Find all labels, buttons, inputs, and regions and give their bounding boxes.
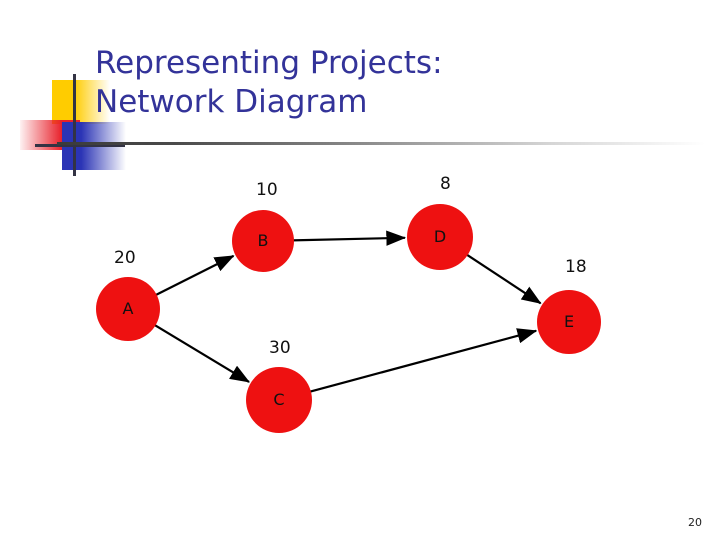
page-title: Representing Projects: Network Diagram — [95, 44, 695, 122]
duration-label-a: 20 — [114, 248, 136, 268]
title-line-1: Representing Projects: — [95, 45, 443, 81]
node-label-c: C — [273, 390, 285, 409]
node-label-b: B — [257, 231, 269, 250]
page-number: 20 — [688, 516, 702, 529]
node-label-d: D — [433, 227, 447, 246]
duration-label-b: 10 — [256, 180, 278, 200]
decorative-logo-mark — [18, 74, 126, 176]
title-divider-rule — [57, 142, 705, 145]
edge-a-to-b — [154, 254, 235, 297]
duration-label-c: 30 — [269, 338, 291, 358]
edge-d-to-e — [465, 253, 542, 305]
logo-horizontal-line — [35, 144, 125, 147]
node-d[interactable]: D — [407, 204, 473, 270]
logo-vertical-line — [73, 74, 76, 176]
node-e[interactable]: E — [537, 290, 601, 354]
duration-label-d: 8 — [440, 174, 451, 194]
node-label-e: E — [563, 312, 575, 331]
logo-yellow-square — [52, 80, 110, 124]
node-a[interactable]: A — [96, 277, 160, 341]
title-line-2: Network Diagram — [95, 84, 368, 120]
node-b[interactable]: B — [232, 210, 294, 272]
node-c[interactable]: C — [246, 367, 312, 433]
duration-label-e: 18 — [565, 257, 587, 277]
node-label-a: A — [122, 299, 134, 318]
edge-b-to-d — [291, 230, 407, 246]
edge-a-to-c — [153, 323, 250, 383]
edge-c-to-e — [308, 328, 538, 394]
